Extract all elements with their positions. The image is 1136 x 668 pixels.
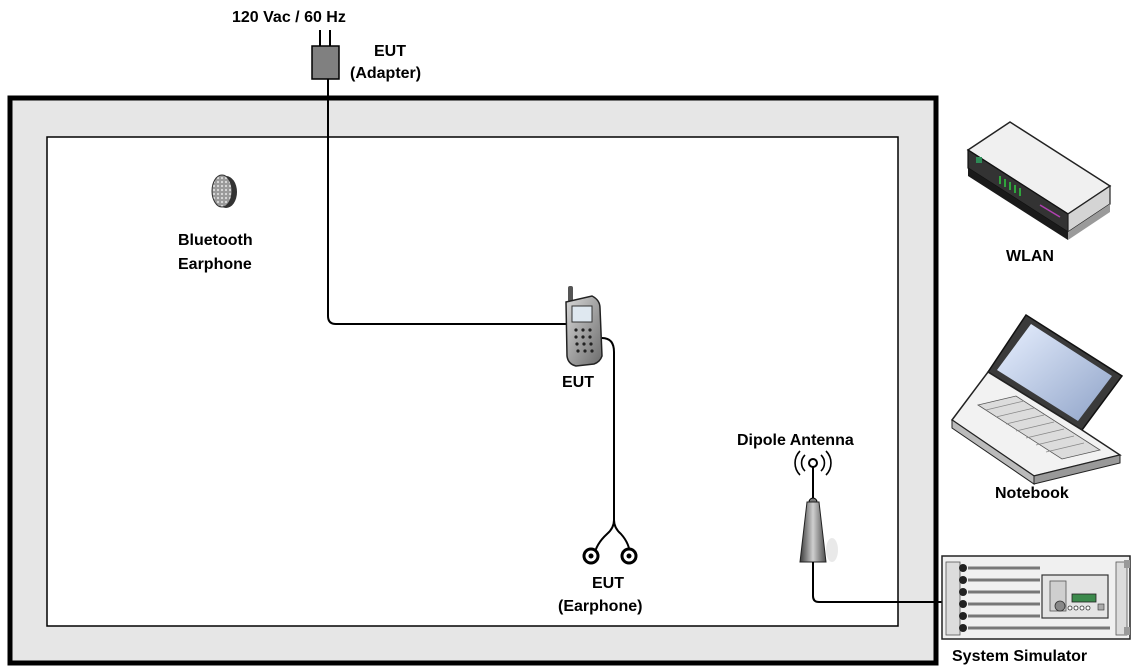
system-simulator-icon (941, 555, 1131, 640)
bluetooth-label-line2: Earphone (178, 256, 252, 273)
notebook-label: Notebook (995, 485, 1069, 502)
antenna-cable (812, 562, 958, 603)
earphone-icon (582, 547, 638, 565)
bluetooth-earphone-icon (211, 174, 237, 208)
adapter-cable (327, 79, 572, 325)
power-label: 120 Vac / 60 Hz (232, 9, 346, 26)
adapter-label-line2: (Adapter) (350, 65, 421, 82)
adapter-label-line1: EUT (374, 43, 406, 60)
earphone-label-line1: EUT (592, 575, 624, 592)
dipole-antenna-icon (794, 450, 838, 563)
bluetooth-label-line1: Bluetooth (178, 232, 253, 249)
eut-phone-label: EUT (562, 374, 594, 391)
adapter-icon (311, 45, 340, 80)
earphone-label-line2: (Earphone) (558, 598, 642, 615)
wlan-router-icon (966, 121, 1112, 240)
power-plug-icon (319, 30, 331, 46)
wlan-label: WLAN (1006, 248, 1054, 265)
antenna-label: Dipole Antenna (737, 432, 854, 449)
notebook-icon (950, 313, 1124, 485)
simulator-label: System Simulator (952, 648, 1087, 665)
chamber-inner (46, 136, 899, 627)
mobile-phone-icon (565, 286, 603, 367)
